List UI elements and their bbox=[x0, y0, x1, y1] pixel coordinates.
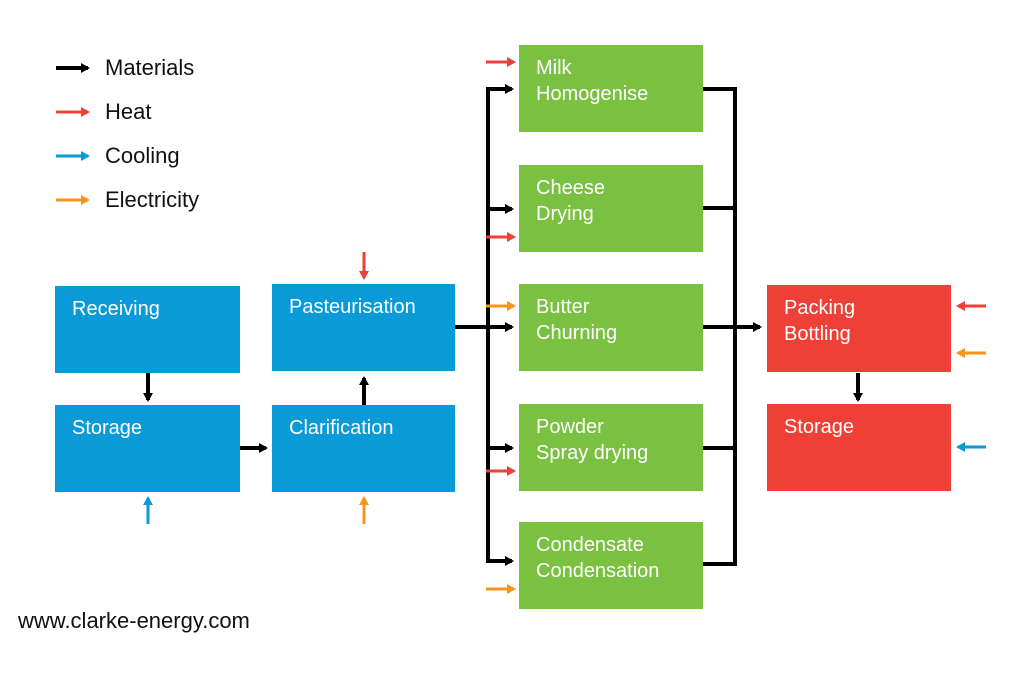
condensate-label-line1: Condensate bbox=[536, 534, 644, 556]
storage-out-node: Storage bbox=[767, 404, 951, 491]
storage-out-label: Storage bbox=[784, 416, 855, 438]
legend-electricity-label: Electricity bbox=[105, 187, 200, 212]
condensate-label-line2: Condensation bbox=[536, 560, 660, 582]
website-footer: www.clarke-energy.com bbox=[18, 608, 250, 633]
clarification-node: Clarification bbox=[272, 405, 455, 492]
butter-node: Butter Churning bbox=[519, 284, 703, 371]
milk-node: Milk Homogenise bbox=[519, 45, 703, 132]
powder-node: Powder Spray drying bbox=[519, 404, 703, 491]
packing-node: Packing Bottling bbox=[767, 285, 951, 372]
legend-materials-label: Materials bbox=[105, 55, 195, 80]
receiving-node: Receiving bbox=[55, 286, 240, 373]
powder-label-line2: Spray drying bbox=[536, 442, 649, 464]
receiving-label: Receiving bbox=[72, 298, 160, 320]
pasteurisation-label: Pasteurisation bbox=[289, 296, 416, 318]
milk-label-line1: Milk bbox=[536, 57, 572, 79]
cheese-label-line2: Drying bbox=[536, 203, 594, 225]
butter-label-line1: Butter bbox=[536, 296, 590, 318]
packing-label-line1: Packing bbox=[784, 297, 856, 319]
condensate-node: Condensate Condensation bbox=[519, 522, 703, 609]
milk-label-line2: Homogenise bbox=[536, 83, 649, 105]
butter-label-line2: Churning bbox=[536, 322, 618, 344]
clarification-label: Clarification bbox=[289, 417, 394, 439]
powder-label-line1: Powder bbox=[536, 416, 604, 438]
legend-heat-label: Heat bbox=[105, 99, 152, 124]
storage-in-node: Storage bbox=[55, 405, 240, 492]
pasteurisation-node: Pasteurisation bbox=[272, 284, 455, 371]
packing-label-line2: Bottling bbox=[784, 323, 851, 345]
cheese-label-line1: Cheese bbox=[536, 177, 605, 199]
storage-in-label: Storage bbox=[72, 417, 143, 439]
cheese-node: Cheese Drying bbox=[519, 165, 703, 252]
legend-cooling-label: Cooling bbox=[105, 143, 180, 168]
